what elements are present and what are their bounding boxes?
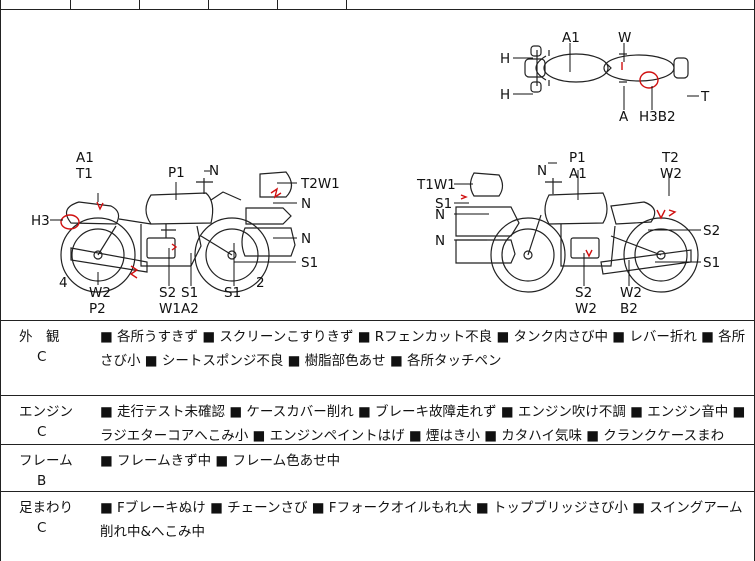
label-t1: T1 [75, 166, 93, 182]
label-h: H [500, 51, 510, 67]
strip-cell [1, 0, 71, 9]
strip-cell [139, 0, 209, 9]
label-p1: P1 [569, 150, 586, 166]
label-a1: A1 [569, 166, 587, 182]
section-notes: ■ 走行テスト未確認 ■ ケースカバー削れ ■ ブレーキ故障走れず ■ エンジン… [100, 404, 746, 444]
label-p2: P2 [89, 301, 106, 317]
strip-cell [277, 0, 347, 9]
label-t2: T2 [661, 150, 679, 166]
section-suspension: 足まわり C ■ Fブレーキぬけ ■ チェーンさび ■ Fフォークオイルもれ大 … [1, 492, 754, 560]
label-h3: H3 [31, 213, 50, 229]
label-s2: S2 [703, 223, 720, 239]
label-4: 4 [59, 275, 68, 291]
label-n: N [301, 196, 311, 212]
label-s1: S1 [301, 255, 318, 271]
section-notes: ■ 各所うすきず ■ スクリーンこすりきず ■ Rフェンカット不良 ■ タンク内… [100, 329, 746, 369]
label-w2: W2 [660, 166, 682, 182]
label-s1: S1 [435, 196, 452, 212]
label-w2: W2 [89, 285, 111, 301]
strip-cell [208, 0, 278, 9]
label-a1: A1 [562, 30, 580, 46]
section-frame: フレーム B ■ フレームきず中 ■ フレーム色あせ中 [1, 445, 754, 492]
label-h: H [500, 87, 510, 103]
leader-lines [50, 43, 701, 286]
label-t1w1: T1W1 [416, 177, 456, 193]
label-n: N [209, 163, 219, 179]
label-s1: S1 [703, 255, 720, 271]
section-grade: C [37, 349, 47, 365]
label-w1: W1 [159, 301, 181, 317]
label-w: W [618, 30, 631, 46]
motorcycle-damage-diagram: A1 W H H A H3B2 T A1 T1 P1 N T2W1 H3 N N… [1, 10, 754, 321]
top-view-bike [524, 45, 689, 93]
label-s1: S1 [181, 285, 198, 301]
label-b2: B2 [620, 301, 638, 317]
section-notes: ■ Fブレーキぬけ ■ チェーンさび ■ Fフォークオイルもれ大 ■ トップブリ… [100, 500, 743, 540]
section-category: エンジン [19, 404, 73, 420]
label-s2: S2 [575, 285, 592, 301]
section-category: 外 観 [19, 329, 60, 345]
label-h3b2: H3B2 [639, 109, 676, 125]
strip-cell [70, 0, 140, 9]
section-grade: B [37, 473, 47, 489]
left-view-bike [60, 171, 296, 293]
right-view-bike [455, 172, 699, 293]
label-a1: A1 [76, 150, 94, 166]
label-a2: A2 [181, 301, 199, 317]
label-a: A [619, 109, 629, 125]
section-engine: エンジン C ■ 走行テスト未確認 ■ ケースカバー削れ ■ ブレーキ故障走れず… [1, 396, 754, 445]
diagram-labels: A1 W H H A H3B2 T A1 T1 P1 N T2W1 H3 N N… [31, 30, 720, 317]
section-exterior: 外 観 C ■ 各所うすきず ■ スクリーンこすりきず ■ Rフェンカット不良 … [1, 321, 754, 396]
label-n: N [537, 163, 547, 179]
section-grade: C [37, 520, 47, 536]
label-s2: S2 [159, 285, 176, 301]
label-n: N [301, 231, 311, 247]
label-p1: P1 [168, 165, 185, 181]
section-category: フレーム [19, 453, 73, 469]
label-n: N [435, 207, 445, 223]
label-t: T [700, 89, 710, 105]
label-s1: S1 [224, 285, 241, 301]
section-notes: ■ フレームきず中 ■ フレーム色あせ中 [100, 453, 341, 469]
label-t2w1: T2W1 [300, 176, 340, 192]
section-grade: C [37, 424, 47, 440]
label-2: 2 [256, 275, 265, 291]
motorcycle-diagram-svg: A1 W H H A H3B2 T A1 T1 P1 N T2W1 H3 N N… [31, 30, 720, 317]
label-w2: W2 [620, 285, 642, 301]
top-table-strip [1, 0, 754, 10]
label-n: N [435, 233, 445, 249]
section-category: 足まわり [19, 500, 73, 516]
damage-marks [60, 62, 677, 279]
label-w2: W2 [575, 301, 597, 317]
